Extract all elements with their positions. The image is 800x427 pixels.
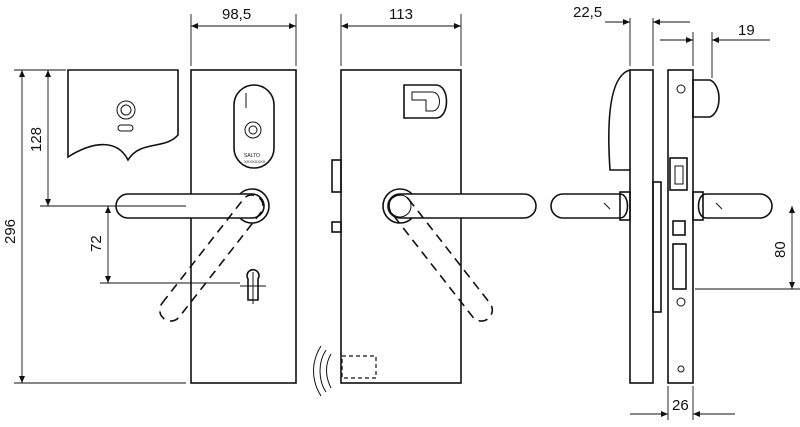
dim-side-width: 113 bbox=[389, 6, 413, 23]
lock-body bbox=[652, 181, 662, 313]
dim-front-width: 98,5 bbox=[222, 6, 251, 23]
rear-view bbox=[313, 69, 537, 397]
handle-lever bbox=[115, 193, 265, 219]
handle-rotated-dashed bbox=[158, 194, 264, 322]
dim-height-reader: 128 bbox=[28, 127, 45, 152]
wireless-module bbox=[341, 355, 377, 379]
side-plate-front bbox=[629, 69, 654, 384]
side-plate-rear bbox=[667, 69, 694, 384]
wireless-signal-icon bbox=[319, 349, 327, 393]
reader-sub-label: XXXXXXXX bbox=[244, 159, 266, 164]
dim-cylinder-depth: 19 bbox=[738, 22, 755, 39]
dim-handle-to-cylinder: 72 bbox=[88, 235, 105, 252]
dimension-lines: 98,5 113 22,5 19 296 128 72 80 bbox=[2, 4, 800, 420]
battery-cover bbox=[403, 84, 448, 119]
reader-brand-label: SALTO bbox=[244, 153, 260, 159]
cylinder-keyhole-icon bbox=[246, 268, 260, 301]
dim-offset-top: 22,5 bbox=[573, 4, 602, 21]
side-handle-rear bbox=[697, 193, 773, 219]
side-reader-profile bbox=[608, 69, 631, 171]
side-battery-profile bbox=[692, 79, 720, 118]
side-handle-front bbox=[550, 193, 629, 219]
rear-handle-lever bbox=[387, 193, 537, 219]
dim-height-total: 296 bbox=[2, 219, 19, 244]
front-view: SALTO XXXXXXXX bbox=[67, 69, 297, 384]
rear-handle-rotated-dashed bbox=[388, 194, 494, 322]
reader-module bbox=[233, 84, 275, 169]
side-view bbox=[550, 69, 773, 384]
dim-lock-distance: 80 bbox=[772, 241, 789, 258]
reader-led bbox=[117, 124, 134, 132]
reader-sensor-icon bbox=[244, 121, 262, 139]
reader-cover bbox=[67, 69, 179, 162]
escutcheon-plate bbox=[190, 69, 297, 384]
reader-button bbox=[116, 100, 136, 120]
dim-forend-width: 26 bbox=[672, 397, 689, 414]
rear-plate bbox=[340, 69, 462, 384]
